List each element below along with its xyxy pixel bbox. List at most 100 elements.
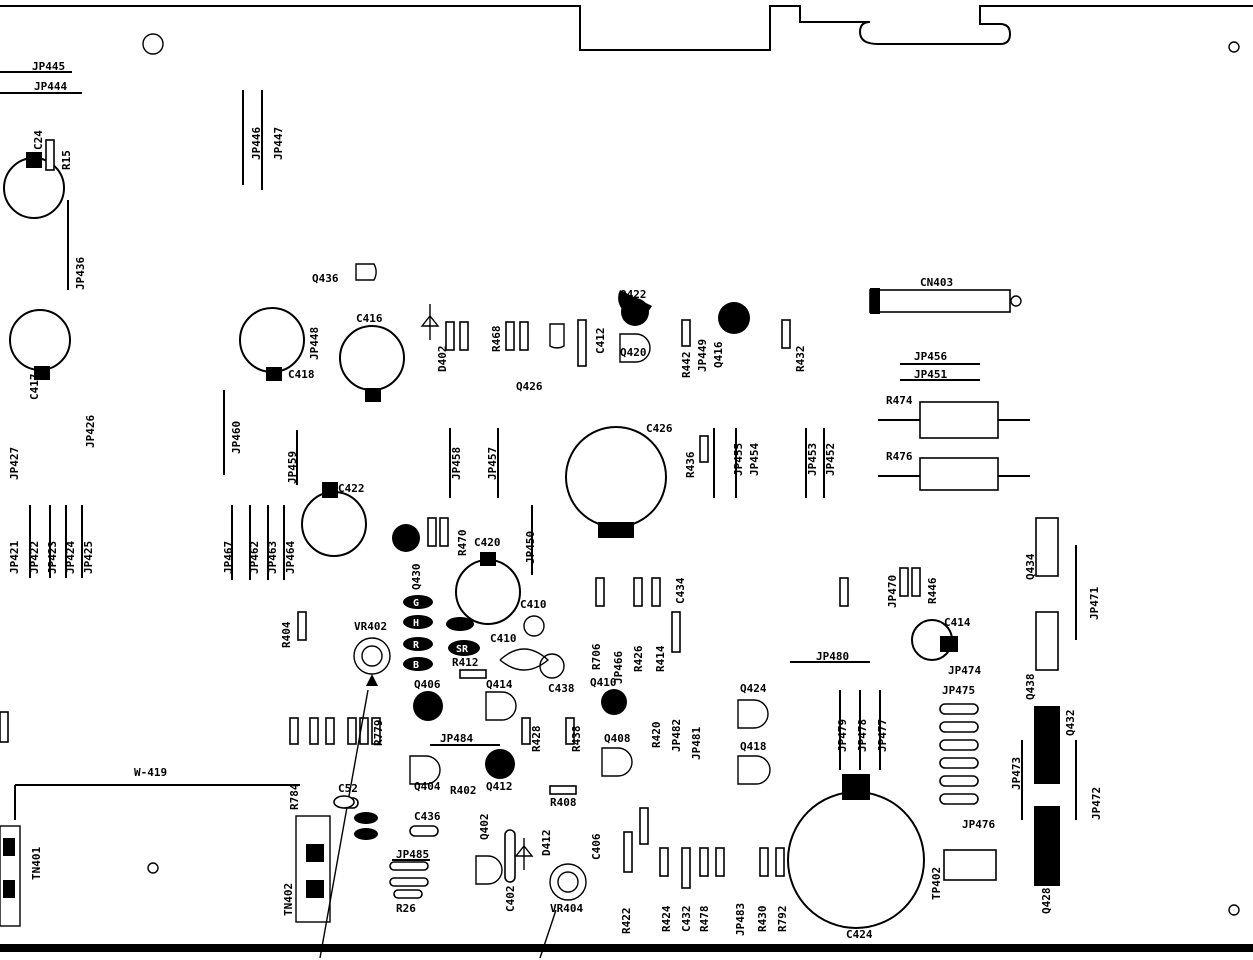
label-jp452: JP452 <box>824 443 837 476</box>
label-q412: Q412 <box>486 780 513 793</box>
tp-letter-b: B <box>413 660 419 671</box>
label-w419: W-419 <box>134 766 167 779</box>
label-jp477: JP477 <box>876 719 889 752</box>
label-r402: R402 <box>450 784 477 797</box>
label-r784: R784 <box>288 783 301 810</box>
label-r476: R476 <box>886 450 913 463</box>
label-q420: Q420 <box>620 346 647 359</box>
label-jp480: JP480 <box>816 650 849 663</box>
label-r438: R438 <box>570 726 583 753</box>
label-q404: Q404 <box>414 780 441 793</box>
label-jp475: JP475 <box>942 684 975 697</box>
label-jp464: JP464 <box>284 541 297 574</box>
label-q436: Q436 <box>312 272 339 285</box>
label-r15: R15 <box>60 150 73 170</box>
label-jp460: JP460 <box>230 421 243 454</box>
label-r706: R706 <box>590 643 603 670</box>
label-r446: R446 <box>926 577 939 604</box>
label-jp446: JP446 <box>250 127 263 160</box>
label-c416: C416 <box>356 312 383 325</box>
label-r792: R792 <box>776 906 789 933</box>
label-c414: C414 <box>944 616 971 629</box>
label-jp454: JP454 <box>748 443 761 476</box>
label-jp473: JP473 <box>1010 757 1023 790</box>
label-jp453: JP453 <box>806 443 819 476</box>
label-jp472: JP472 <box>1090 787 1103 820</box>
diode-blocks <box>1034 706 1060 886</box>
label-r414: R414 <box>654 645 667 672</box>
power-resistors <box>878 401 1059 881</box>
label-q410: Q410 <box>590 676 617 689</box>
label-c406: C406 <box>590 833 603 860</box>
label-q408: Q408 <box>604 732 631 745</box>
label-r422: R422 <box>620 908 633 935</box>
label-jp447: JP447 <box>272 127 285 160</box>
label-jp467: JP467 <box>222 541 235 574</box>
label-jp455: JP455 <box>732 443 745 476</box>
left-traces <box>0 71 300 820</box>
label-c438: C438 <box>548 682 575 695</box>
label-vr402: VR402 <box>354 620 387 633</box>
label-jp458: JP458 <box>450 447 463 480</box>
label-r474: R474 <box>886 394 913 407</box>
label-jp485: JP485 <box>396 848 429 861</box>
label-jp484: JP484 <box>440 732 473 745</box>
component-labels: JP445 JP444 C24 R15 JP446 JP447 JP436 Q4… <box>8 60 1103 941</box>
label-tn402: TN402 <box>282 883 295 916</box>
label-q414: Q414 <box>486 678 513 691</box>
label-r428: R428 <box>530 726 543 753</box>
label-r468: R468 <box>490 326 503 353</box>
label-r408: R408 <box>550 796 577 809</box>
label-jp459: JP459 <box>286 451 299 484</box>
label-r424: R424 <box>660 905 673 932</box>
label-q422: Q422 <box>620 288 647 301</box>
label-d412: D412 <box>540 830 553 857</box>
label-vr404: VR404 <box>550 902 583 915</box>
label-jp482: JP482 <box>670 719 683 752</box>
label-jp483: JP483 <box>734 903 747 936</box>
board-outline <box>0 5 1253 952</box>
label-jp424: JP424 <box>64 541 77 574</box>
label-r404: R404 <box>280 621 293 648</box>
label-q426: Q426 <box>516 380 543 393</box>
label-jp445: JP445 <box>32 60 65 73</box>
label-r478: R478 <box>698 906 711 933</box>
label-jp474: JP474 <box>948 664 981 677</box>
label-q418: Q418 <box>740 740 767 753</box>
test-point-letters: G H R B SR <box>413 598 469 671</box>
label-q424: Q424 <box>740 682 767 695</box>
label-c436: C436 <box>414 810 441 823</box>
label-c417: C417 <box>28 374 41 401</box>
label-r436: R436 <box>684 451 697 478</box>
label-c422: C422 <box>338 482 365 495</box>
label-jp450: JP450 <box>524 531 537 564</box>
label-d402: D402 <box>436 346 449 373</box>
label-c402: C402 <box>504 886 517 913</box>
label-jp462: JP462 <box>248 541 261 574</box>
diodes <box>420 304 534 883</box>
test-points <box>333 595 565 840</box>
label-c418: C418 <box>288 368 315 381</box>
label-jp448: JP448 <box>308 327 321 360</box>
label-c424: C424 <box>846 928 873 941</box>
mounting-holes <box>142 33 1240 916</box>
transistors <box>355 263 771 885</box>
label-q432: Q432 <box>1064 710 1077 737</box>
label-c420: C420 <box>474 536 501 549</box>
label-jp436: JP436 <box>74 257 87 290</box>
label-jp481: JP481 <box>690 727 703 760</box>
tp-letter-h: H <box>413 618 419 629</box>
label-jp457: JP457 <box>486 447 499 480</box>
label-jp479: JP479 <box>836 719 849 752</box>
label-jp444: JP444 <box>34 80 67 93</box>
label-jp427: JP427 <box>8 447 21 480</box>
label-jp456: JP456 <box>914 350 947 363</box>
small-resistors <box>45 139 921 889</box>
tp-letter-r: R <box>413 640 420 651</box>
label-q402: Q402 <box>478 814 491 841</box>
label-c410a: C410 <box>520 598 547 611</box>
jumpers <box>29 363 1077 861</box>
label-q428: Q428 <box>1040 888 1053 915</box>
label-jp476: JP476 <box>962 818 995 831</box>
connector-cn403 <box>869 288 1022 314</box>
